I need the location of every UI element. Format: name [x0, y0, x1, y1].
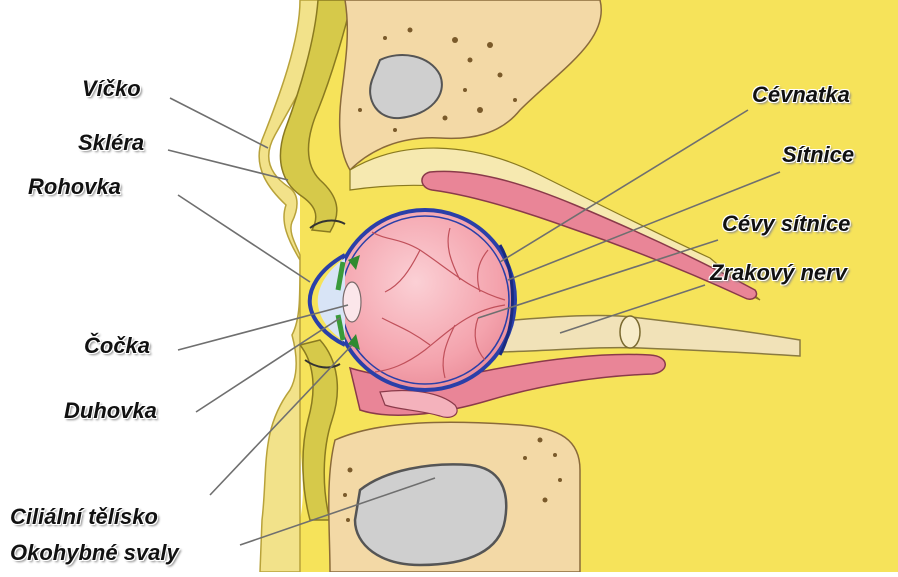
label-okohybne-svaly: Okohybné svaly: [10, 542, 179, 564]
label-sklera: Skléra: [78, 132, 144, 154]
label-cocka: Čočka: [84, 335, 150, 357]
label-vicko: Víčko: [82, 78, 141, 100]
label-rohovka: Rohovka: [28, 176, 121, 198]
optic-nerve-ring: [620, 316, 640, 348]
leader-vicko: [170, 98, 268, 148]
label-sitnice: Sítnice: [782, 144, 854, 166]
label-cevnatka: Cévnatka: [752, 84, 850, 106]
label-duhovka: Duhovka: [64, 400, 157, 422]
label-ciliarni-telisko: Ciliální tělísko: [10, 506, 158, 528]
lens: [343, 282, 361, 322]
label-zrakovy-nerv: Zrakový nerv: [710, 262, 847, 284]
label-cevy-sitnice: Cévy sítnice: [722, 213, 850, 235]
